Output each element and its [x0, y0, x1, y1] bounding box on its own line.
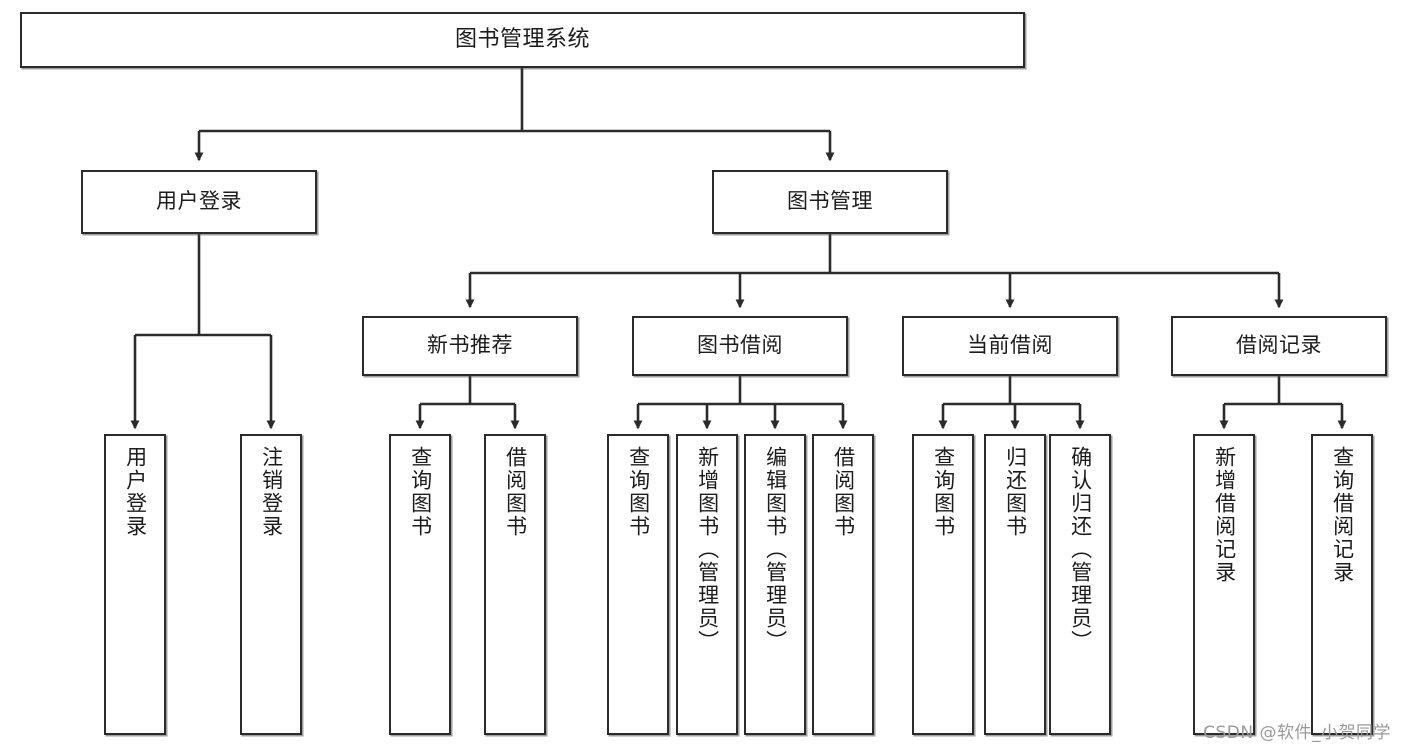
leaf-edit-book-admin[interactable]: 编辑图书（管理员） [744, 434, 806, 735]
node-book-manage[interactable]: 图书管理 [712, 170, 948, 234]
csdn-watermark: CSDN @软件_小贺同学 [1203, 723, 1391, 743]
node-label: 查询借阅记录 [1330, 446, 1355, 584]
node-label: 新书推荐 [427, 333, 513, 358]
node-borrow-record[interactable]: 借阅记录 [1171, 316, 1387, 376]
node-label: 图书管理 [787, 189, 873, 214]
node-label: 借阅记录 [1236, 333, 1322, 358]
node-user-login[interactable]: 用户登录 [81, 170, 317, 234]
node-label: 确认归还（管理员） [1068, 446, 1093, 653]
node-label: 查询图书 [408, 446, 433, 538]
leaf-user-logout[interactable]: 注销登录 [240, 434, 302, 735]
leaf-borrow-book-recommend[interactable]: 借阅图书 [484, 434, 546, 735]
node-label: 查询图书 [931, 446, 956, 538]
node-new-book-recommend[interactable]: 新书推荐 [362, 316, 578, 376]
leaf-borrow-book-borrow[interactable]: 借阅图书 [812, 434, 874, 735]
node-label: 用户登录 [156, 189, 242, 214]
node-label: 图书管理系统 [454, 26, 590, 52]
leaf-confirm-return-admin[interactable]: 确认归还（管理员） [1049, 434, 1111, 735]
node-label: 编辑图书（管理员） [763, 446, 788, 653]
node-label: 查询图书 [626, 446, 651, 538]
leaf-return-book[interactable]: 归还图书 [984, 434, 1046, 735]
leaf-user-login[interactable]: 用户登录 [104, 434, 166, 735]
node-book-borrow[interactable]: 图书借阅 [632, 316, 848, 376]
node-label: 借阅图书 [831, 446, 856, 538]
node-label: 当前借阅 [967, 333, 1053, 358]
leaf-add-borrow-record[interactable]: 新增借阅记录 [1193, 434, 1255, 735]
node-label: 注销登录 [259, 446, 284, 538]
node-label: 图书借阅 [697, 333, 783, 358]
node-label: 新增图书（管理员） [695, 446, 720, 653]
node-label: 归还图书 [1003, 446, 1028, 538]
leaf-query-book-borrow[interactable]: 查询图书 [607, 434, 669, 735]
node-label: 用户登录 [123, 446, 148, 538]
leaf-query-borrow-record[interactable]: 查询借阅记录 [1311, 434, 1373, 735]
node-label: 借阅图书 [503, 446, 528, 538]
leaf-add-book-admin[interactable]: 新增图书（管理员） [676, 434, 738, 735]
node-current-borrow[interactable]: 当前借阅 [902, 316, 1118, 376]
node-root-system[interactable]: 图书管理系统 [20, 12, 1025, 68]
leaf-query-book-current[interactable]: 查询图书 [912, 434, 974, 735]
node-label: 新增借阅记录 [1212, 446, 1237, 584]
leaf-query-book-recommend[interactable]: 查询图书 [389, 434, 451, 735]
